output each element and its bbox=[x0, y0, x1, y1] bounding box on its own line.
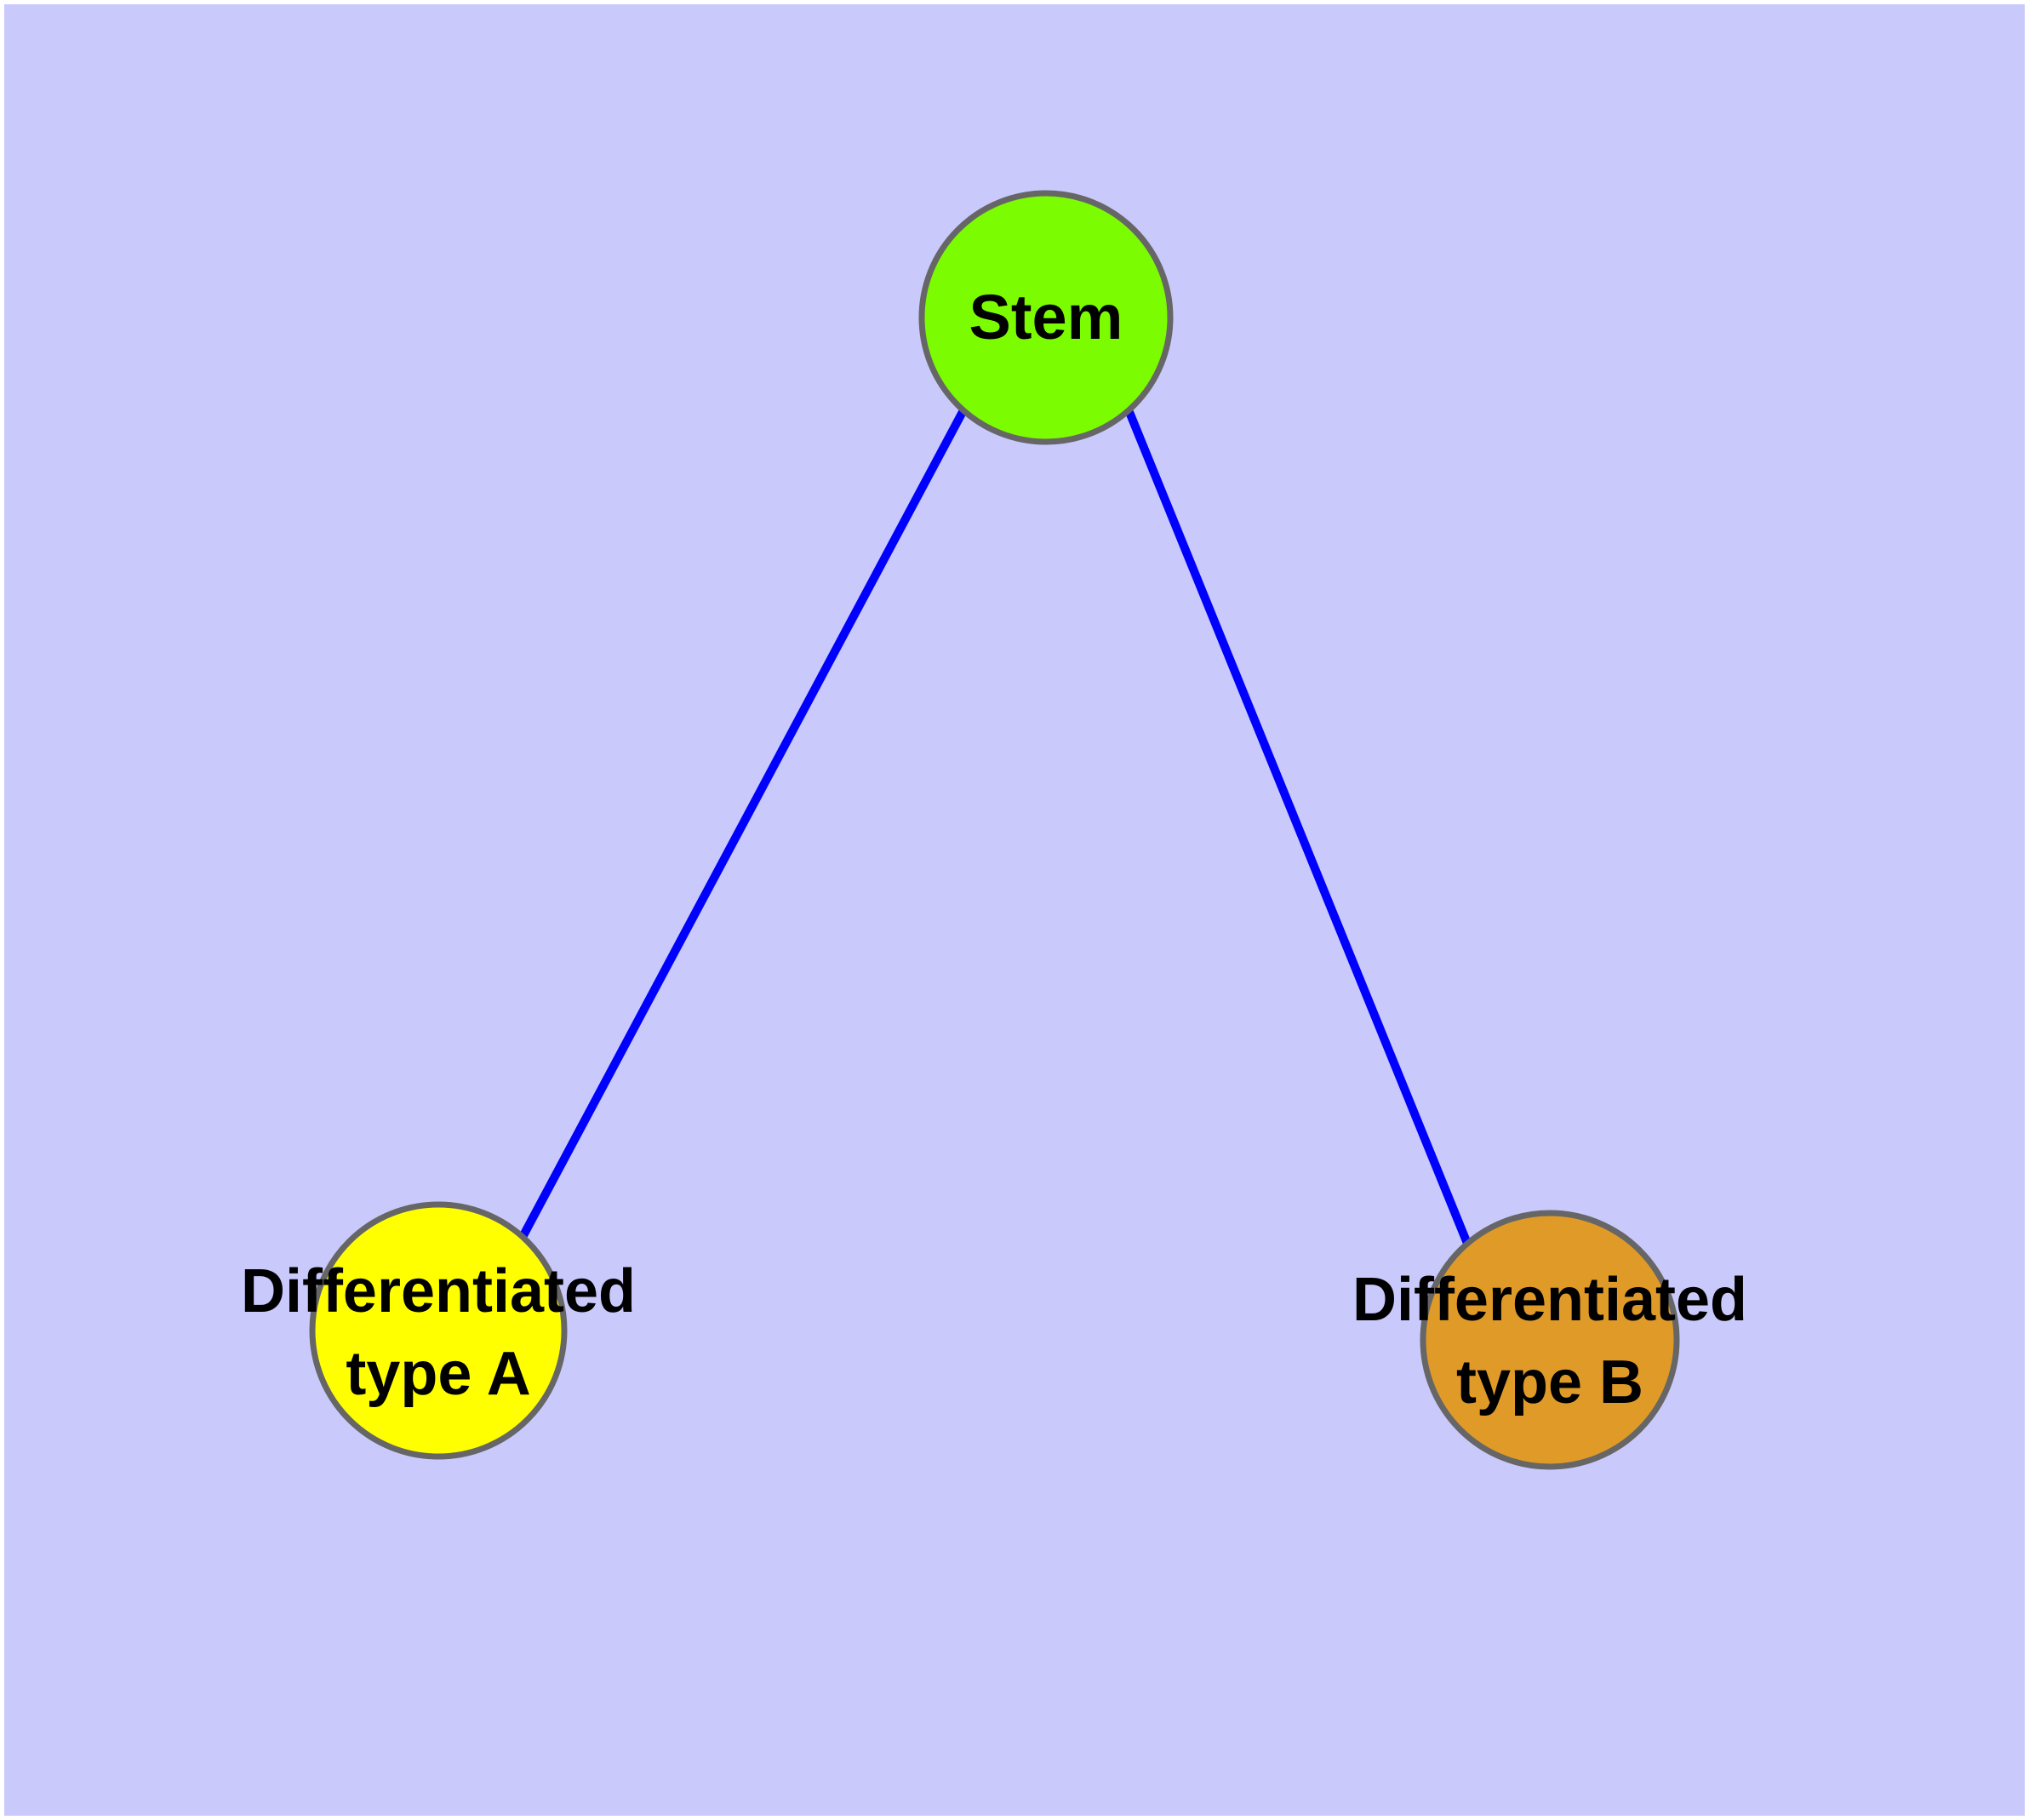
label-layer: Stem Differentiated type A Differentiate… bbox=[241, 282, 1747, 1417]
node-stem-circle[interactable] bbox=[918, 190, 1174, 445]
node-layer bbox=[309, 190, 1680, 1470]
node-diff-a-label-line1: Differentiated bbox=[241, 1257, 636, 1325]
node-diff-a[interactable] bbox=[309, 1201, 568, 1460]
edge-stem-to-diff-b[interactable] bbox=[1125, 410, 1474, 1251]
node-diff-b-label-line2: type B bbox=[1456, 1348, 1643, 1417]
node-diff-a-label-line2: type A bbox=[346, 1340, 530, 1408]
node-stem[interactable] bbox=[918, 190, 1174, 445]
edge-layer bbox=[517, 408, 1474, 1251]
edge-stem-to-diff-a[interactable] bbox=[517, 408, 968, 1241]
node-diff-b-circle[interactable] bbox=[1420, 1210, 1680, 1470]
node-diff-b[interactable] bbox=[1420, 1210, 1680, 1470]
node-diff-b-label-line1: Differentiated bbox=[1352, 1266, 1747, 1334]
node-stem-label: Stem bbox=[969, 282, 1123, 352]
node-diff-a-circle[interactable] bbox=[309, 1201, 568, 1460]
